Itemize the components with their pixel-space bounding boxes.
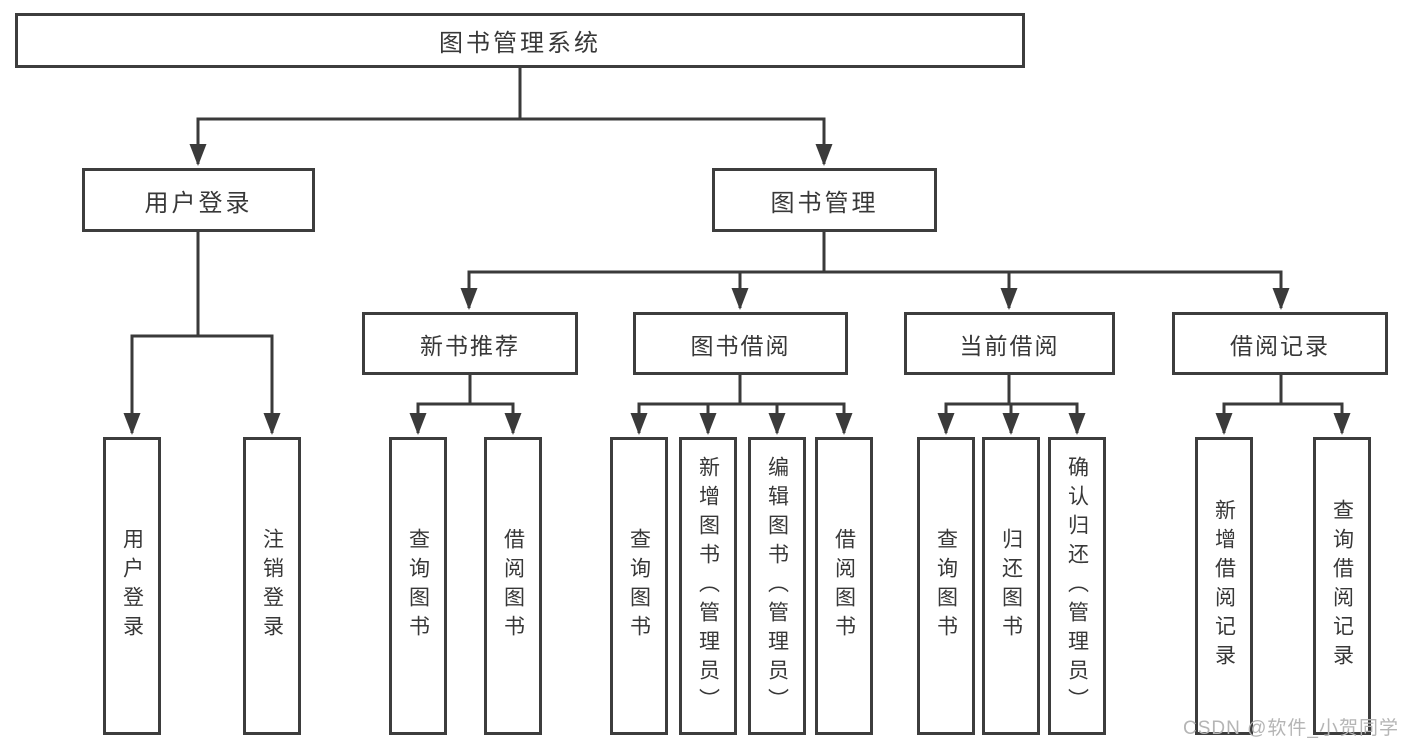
leaf-query-borrow-record: 查询借阅记录 — [1313, 437, 1371, 735]
node-label: 编辑图书（管理员） — [765, 455, 789, 717]
leaf-add-borrow-record: 新增借阅记录 — [1195, 437, 1253, 735]
leaf-edit-books-admin: 编辑图书（管理员） — [748, 437, 806, 735]
node-label: 确认归还（管理员） — [1065, 455, 1089, 717]
node-book-borrowing: 图书借阅 — [633, 312, 848, 375]
node-label: 查询图书 — [406, 528, 430, 644]
leaf-return-books: 归还图书 — [982, 437, 1040, 735]
node-label: 图书管理 — [770, 189, 879, 217]
leaf-user-login: 用户登录 — [103, 437, 161, 735]
node-label: 借阅图书 — [832, 528, 856, 644]
node-label: 查询图书 — [934, 528, 958, 644]
node-label: 新增图书（管理员） — [696, 455, 720, 717]
node-user-login: 用户登录 — [82, 168, 315, 232]
leaf-add-books-admin: 新增图书（管理员） — [679, 437, 737, 735]
node-label: 借阅图书 — [501, 528, 525, 644]
leaf-borrow-books: 借阅图书 — [815, 437, 873, 735]
leaf-query-books-recommend: 查询图书 — [389, 437, 447, 735]
node-label: 用户登录 — [144, 189, 253, 217]
node-label: 注销登录 — [260, 528, 284, 644]
node-borrowing-records: 借阅记录 — [1172, 312, 1388, 375]
node-library-management-system: 图书管理系统 — [15, 13, 1025, 68]
node-label: 查询图书 — [627, 528, 651, 644]
csdn-watermark: CSDN @软件_小贺同学 — [1183, 718, 1399, 739]
leaf-logout: 注销登录 — [243, 437, 301, 735]
node-label: 图书借阅 — [690, 332, 791, 359]
leaf-query-books-borrow: 查询图书 — [610, 437, 668, 735]
leaf-confirm-return-admin: 确认归还（管理员） — [1048, 437, 1106, 735]
node-label: 新书推荐 — [420, 332, 520, 359]
leaf-query-books-current: 查询图书 — [917, 437, 975, 735]
node-label: 归还图书 — [999, 528, 1023, 644]
node-label: 图书管理系统 — [439, 30, 601, 57]
node-label: 查询借阅记录 — [1330, 499, 1354, 673]
node-book-management: 图书管理 — [712, 168, 937, 232]
node-current-borrowing: 当前借阅 — [904, 312, 1115, 375]
node-label: 用户登录 — [120, 528, 144, 644]
node-label: 当前借阅 — [959, 332, 1060, 359]
node-label: 借阅记录 — [1230, 332, 1330, 359]
node-new-book-recommendation: 新书推荐 — [362, 312, 578, 375]
node-label: 新增借阅记录 — [1212, 499, 1236, 673]
leaf-borrow-books-recommend: 借阅图书 — [484, 437, 542, 735]
